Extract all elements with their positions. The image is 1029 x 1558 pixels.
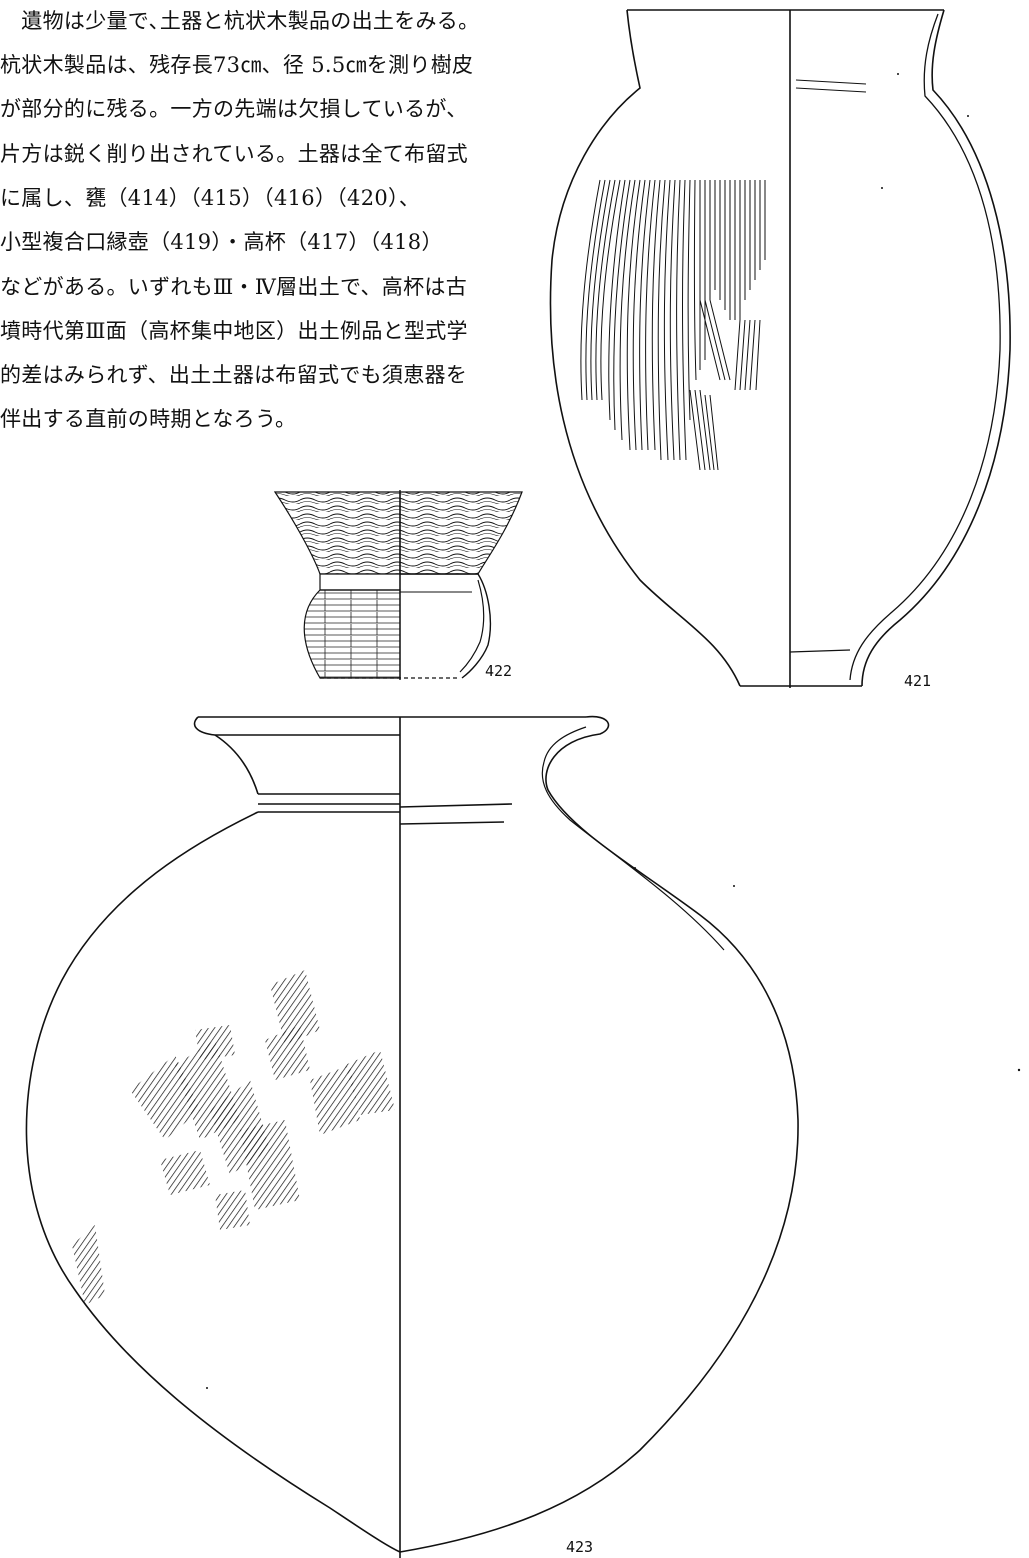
figure-421-jar — [549, 9, 1011, 688]
text-line: 杭状木製品は、残存長73㎝、径 5.5㎝を測り樹皮 — [0, 53, 474, 77]
figure-422-jar — [273, 490, 523, 680]
text-line: 片方は鋭く削り出されている。土器は全て布留式 — [0, 142, 468, 166]
text-line: 伴出する直前の時期となろう。 — [0, 407, 297, 431]
figure-423-label: 423 — [566, 1538, 593, 1556]
figure-421-brush-marks — [580, 179, 766, 471]
figure-422-label: 422 — [485, 662, 512, 680]
text-line: 遺物は少量で､土器と杭状木製品の出土をみる。 — [0, 9, 480, 33]
scan-specks — [206, 73, 1021, 1389]
figure-421-label: 421 — [904, 672, 931, 690]
figure-423-brush-marks — [72, 970, 395, 1305]
text-line: が部分的に残る。一方の先端は欠損しているが、 — [0, 97, 468, 121]
text-line: などがある。いずれもⅢ・Ⅳ層出土で、高杯は古 — [0, 275, 467, 299]
text-line: 墳時代第Ⅲ面（高杯集中地区）出土例品と型式学 — [0, 319, 468, 343]
text-line: 的差はみられず、出土土器は布留式でも須恵器を — [0, 363, 468, 387]
text-line: に属し、甕（414）（415）（416）（420）、 — [0, 186, 421, 210]
figure-423-jar — [25, 715, 799, 1558]
text-line: 小型複合口縁壺（419）・高杯（417）（418） — [0, 230, 443, 254]
